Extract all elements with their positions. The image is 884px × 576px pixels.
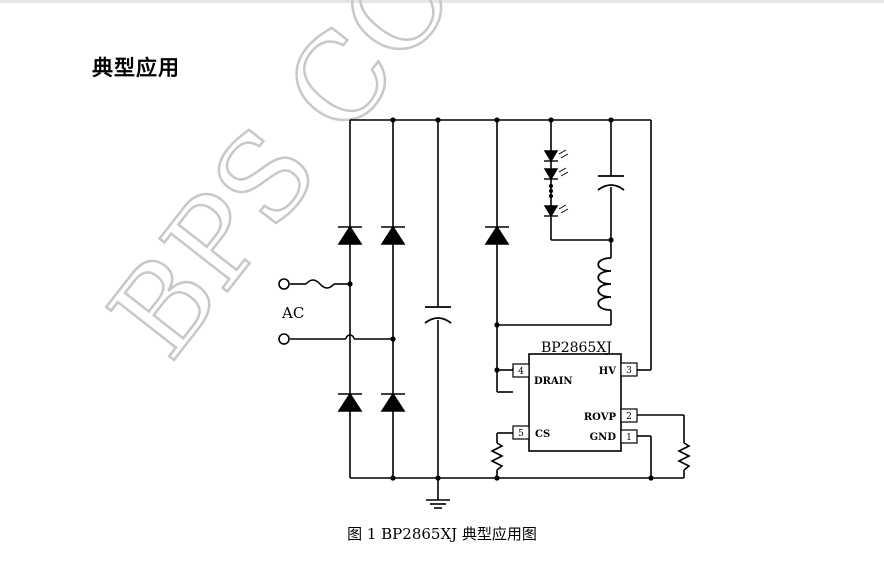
cs-resistor [490,442,504,471]
junction-dots [347,117,654,481]
chip-part-number: BP2865XJ [541,340,612,356]
led-string [543,149,569,218]
pin-rovp-label: ROVP [584,412,617,423]
output-capacitor [597,175,625,191]
pin-drain-label: DRAIN [534,376,573,387]
top-border [0,0,884,3]
figure-caption: 图 1 BP2865XJ 典型应用图 [347,525,537,543]
pin-3-number: 3 [626,366,632,376]
pin-gnd-label: GND [590,432,617,443]
ac-terminal-1 [278,278,290,290]
ac-label: AC [281,304,304,322]
pin-2-number: 2 [626,412,632,422]
bridge-diodes [337,225,406,412]
inductor [597,257,612,311]
pin-hv-label: HV [599,366,616,377]
pin-5-number: 5 [518,429,524,439]
chip-bp2865xj: BP2865XJ 4 5 3 2 1 DRAIN CS HV ROVP GND [512,340,638,452]
section-title: 典型应用 [92,56,180,80]
bulk-capacitor [424,306,452,324]
freewheel-diode [484,225,510,245]
rovp-resistor [677,442,691,471]
pin-4-number: 4 [518,367,524,377]
pin-1-number: 1 [626,433,632,443]
ac-terminal-2 [278,333,290,345]
pin-cs-label: CS [535,429,550,440]
